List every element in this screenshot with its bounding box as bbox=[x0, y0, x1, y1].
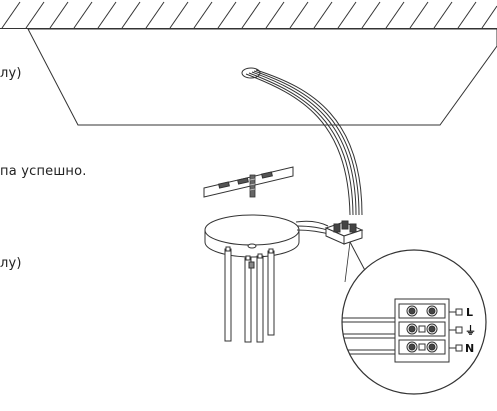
ceiling-hatching bbox=[0, 1, 497, 29]
terminal-label-ground: ⏚ bbox=[465, 324, 476, 337]
terminal-l-box bbox=[455, 308, 463, 316]
zoom-leader-line-2 bbox=[344, 241, 351, 283]
terminal-n-box bbox=[455, 344, 463, 352]
wire-terminal-block bbox=[324, 220, 364, 245]
supply-cable bbox=[245, 69, 363, 216]
instruction-fragment-3: лу) bbox=[0, 256, 22, 271]
detail-output-wires bbox=[449, 311, 456, 349]
bracket-screw bbox=[249, 174, 256, 198]
instruction-fragment-1: лу) bbox=[0, 66, 22, 81]
mounting-bracket bbox=[203, 166, 294, 198]
instruction-fragment-2: па успешно. bbox=[0, 164, 87, 179]
terminal-label-l: L bbox=[466, 306, 473, 319]
detail-terminal-block bbox=[394, 298, 450, 363]
suspension-rods bbox=[224, 246, 275, 343]
terminal-label-n: N bbox=[465, 342, 474, 355]
terminal-ground-box bbox=[455, 326, 463, 334]
detail-input-wires bbox=[342, 317, 400, 355]
ceiling-slab bbox=[27, 28, 497, 126]
lamp-canopy bbox=[204, 214, 300, 258]
